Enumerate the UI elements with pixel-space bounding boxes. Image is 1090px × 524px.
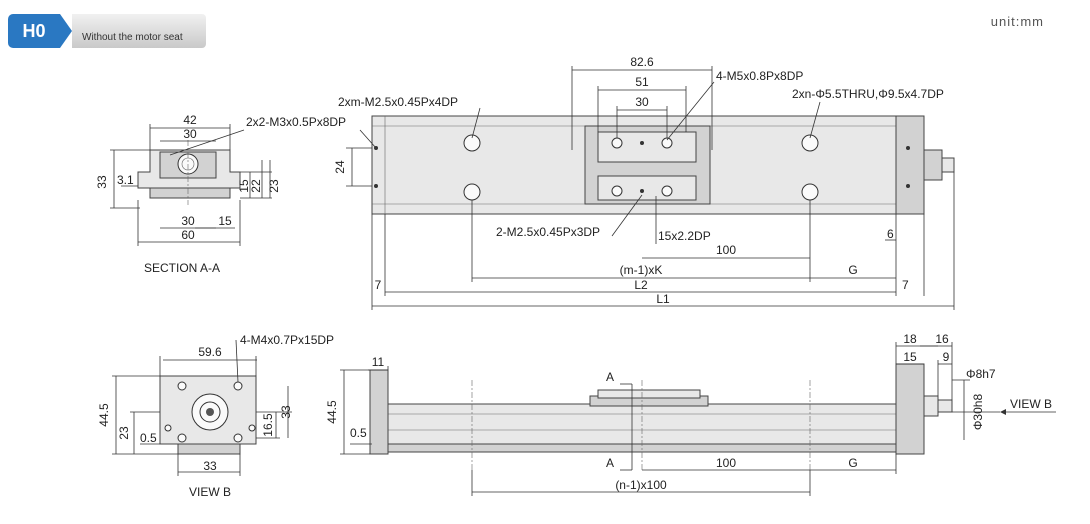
dim-33: 33	[95, 175, 109, 189]
side-coupler	[923, 395, 939, 417]
badge-arrow-icon	[60, 14, 72, 48]
end-hole-icon	[177, 433, 187, 443]
dim-15-bottom: 15	[218, 214, 232, 228]
dim-22: 22	[249, 179, 263, 193]
dim-16-5: 16.5	[261, 413, 275, 437]
dim-thread-m2-5-top: 2xm-M2.5x0.45Px4DP	[338, 95, 458, 109]
dim-33-side: 33	[279, 405, 293, 419]
dim-l1: L1	[656, 292, 670, 306]
section-marker-a-top: A	[606, 370, 614, 384]
dim-thread-m5: 4-M5x0.8Px8DP	[716, 69, 803, 83]
dim-0-5-left: 0.5	[140, 431, 157, 445]
dim-thread-m4: 4-M4x0.7Px15DP	[240, 333, 334, 347]
side-end-block-right	[895, 363, 925, 455]
dim-60: 60	[181, 228, 195, 242]
dim-33-bottom: 33	[203, 459, 217, 473]
end-hole-icon	[177, 381, 187, 391]
dim-l2: L2	[634, 278, 648, 292]
dim-44-5-left: 44.5	[97, 403, 111, 427]
end-hole-icon	[233, 433, 243, 443]
top-view: 82.6 51 30 4-M5x0.8Px8DP 2xm-M2.5x0.45Px…	[333, 55, 955, 310]
dim-phi-8h7: Φ8h7	[966, 367, 996, 381]
section-aa-view: 42 30 2x2-M3x0.5Px8DP 33 3.1 15 22 23 30…	[95, 113, 346, 275]
side-rail	[371, 403, 925, 445]
dim-15x2-2: 15x2.2DP	[658, 229, 711, 243]
end-hole-icon	[233, 381, 243, 391]
end-plate-base	[177, 443, 241, 455]
dim-m-1-k: (m-1)xK	[620, 263, 663, 277]
dim-thread-m3: 2x2-M3x0.5Px8DP	[246, 115, 346, 129]
dim-9: 9	[943, 350, 950, 364]
slider-hole-icon	[611, 137, 623, 149]
dim-42: 42	[183, 113, 197, 127]
header-badge: H0 Without the motor seat	[8, 14, 206, 48]
dim-16: 16	[935, 332, 949, 346]
view-b-caption: VIEW B	[189, 485, 231, 499]
mount-hole-icon	[463, 183, 481, 201]
dim-30-slider: 30	[635, 95, 649, 109]
dim-11: 11	[372, 355, 385, 369]
side-rail-base	[371, 443, 925, 453]
dim-18: 18	[903, 332, 917, 346]
mount-hole-icon	[801, 183, 819, 201]
dim-through-hole: 2xn-Φ5.5THRU,Φ9.5x4.7DP	[792, 87, 944, 101]
dim-n-1-x100: (n-1)x100	[615, 478, 667, 492]
dim-15: 15	[237, 179, 251, 193]
shaft-coupler	[923, 149, 943, 181]
dim-3-1: 3.1	[117, 173, 134, 187]
slider-hole-icon	[611, 185, 623, 197]
side-slider-top	[597, 389, 701, 399]
dim-g-top: G	[848, 263, 857, 277]
slider-hole-icon	[661, 185, 673, 197]
dim-59-6: 59.6	[198, 345, 222, 359]
dim-15-side: 15	[903, 350, 917, 364]
dim-51: 51	[635, 75, 649, 89]
dim-6: 6	[887, 227, 894, 241]
side-end-plate-left	[369, 369, 389, 455]
dim-30-bottom: 30	[181, 214, 195, 228]
dim-24: 24	[333, 160, 347, 174]
dim-thread-m2-5-bottom: 2-M2.5x0.45Px3DP	[496, 225, 600, 239]
unit-label: unit:mm	[990, 14, 1044, 29]
section-base	[149, 187, 231, 199]
mount-hole-icon	[463, 134, 481, 152]
model-subtitle: Without the motor seat	[72, 14, 206, 48]
slider-top-plate	[597, 131, 697, 163]
side-shaft	[937, 399, 953, 413]
dim-7-left: 7	[375, 278, 382, 292]
model-code: H0	[8, 14, 60, 48]
dim-23: 23	[267, 179, 281, 193]
dim-23-view-b: 23	[117, 426, 131, 440]
section-marker-a-bottom: A	[606, 456, 614, 470]
dim-30: 30	[183, 127, 197, 141]
side-view: 11 44.5 0.5 A A 100 G (n-1)x100 18 16 15…	[325, 332, 1056, 496]
dim-7-right: 7	[902, 278, 909, 292]
dim-phi-30h8: Φ30h8	[971, 394, 985, 431]
dim-82-6: 82.6	[630, 55, 654, 69]
dim-44-5-side: 44.5	[325, 400, 339, 424]
dim-g-side: G	[848, 456, 857, 470]
view-b-arrow-label: VIEW B	[1010, 397, 1052, 411]
dim-0-5-side: 0.5	[350, 426, 367, 440]
end-block	[895, 115, 925, 215]
shaft-end	[941, 157, 955, 173]
section-aa-caption: SECTION A-A	[144, 261, 220, 275]
dim-100-side: 100	[716, 456, 736, 470]
dim-100-top: 100	[716, 243, 736, 257]
view-b-left: 4-M4x0.7Px15DP 59.6 44.5 23 0.5 16.5 33 …	[97, 333, 334, 499]
mount-hole-icon	[801, 134, 819, 152]
